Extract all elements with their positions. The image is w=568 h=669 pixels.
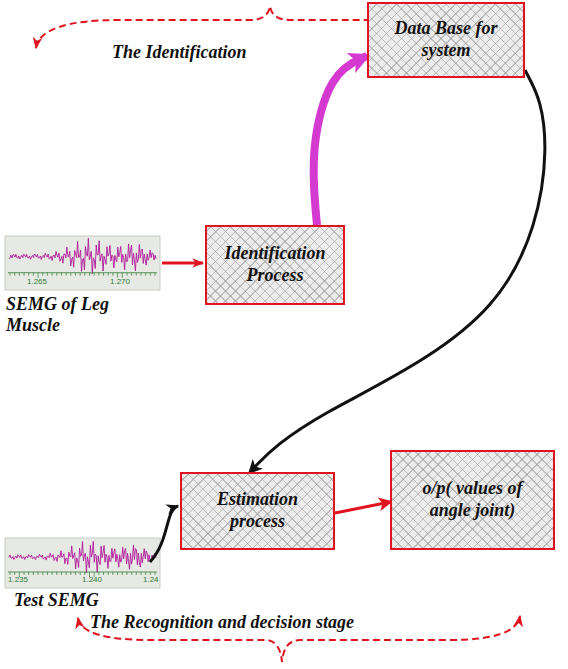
axis-tick [112, 273, 113, 276]
axis-value: 1.265 [27, 277, 47, 286]
axis-tick [136, 572, 137, 575]
axis-tick [28, 572, 29, 575]
axis-tick [66, 572, 67, 575]
axis-tick [94, 273, 95, 276]
axis-tick [84, 572, 85, 575]
axis-tick [122, 273, 123, 278]
axis-tick [140, 273, 141, 276]
axis-tick [126, 273, 127, 276]
process-box: Identification Process [205, 225, 345, 305]
axis-tick [103, 572, 104, 575]
connector-arrow [335, 502, 390, 513]
axis-tick [28, 273, 29, 276]
input-arrow [162, 262, 203, 265]
axis-tick [122, 572, 123, 575]
axis-tick [56, 273, 57, 276]
axis-tick [42, 572, 43, 575]
axis-value: 1.240 [82, 575, 102, 584]
connector-arrow [314, 56, 367, 225]
stage-title: The Identification [112, 42, 247, 63]
database-box: Data Base for system [367, 2, 525, 78]
axis-tick [140, 572, 141, 575]
axis-tick [47, 273, 48, 276]
signal-caption: SEMG of Leg Muscle [6, 294, 146, 335]
axis-tick [75, 273, 76, 276]
axis-tick [155, 572, 156, 575]
axis-value: 1.235 [8, 575, 28, 584]
axis-tick [38, 572, 39, 575]
axis-tick [117, 572, 118, 575]
axis-tick [42, 273, 43, 276]
axis-tick [61, 273, 62, 276]
axis-tick [75, 572, 76, 575]
semg-signal-image [5, 538, 160, 588]
axis-tick [131, 572, 132, 575]
axis-tick [70, 572, 71, 575]
output-box: o/p( values of angle joint) [390, 450, 555, 550]
axis-tick [66, 273, 67, 276]
axis-tick [108, 572, 109, 575]
axis-tick [24, 572, 25, 575]
axis-tick [33, 273, 34, 276]
axis-tick [131, 273, 132, 276]
signal-trace [9, 541, 156, 573]
input-arrow [150, 506, 178, 562]
axis-tick [98, 273, 99, 276]
axis-tick [14, 273, 15, 276]
axis-tick [150, 273, 151, 276]
axis-tick [52, 572, 53, 575]
axis-tick [98, 572, 99, 575]
axis-tick [145, 572, 146, 575]
axis-tick [56, 572, 57, 575]
process-box: Estimation process [180, 472, 335, 550]
semg-signal-image [5, 236, 160, 290]
box-label: Data Base for system [377, 18, 515, 61]
box-label: o/p( values of angle joint) [400, 478, 545, 521]
box-label: Identification Process [215, 243, 335, 286]
axis-tick [61, 572, 62, 575]
time-axis [8, 572, 157, 573]
axis-tick [108, 273, 109, 276]
axis-tick [14, 572, 15, 575]
axis-tick [89, 273, 90, 276]
signal-caption: Test SEMG [14, 590, 99, 611]
axis-tick [80, 273, 81, 276]
axis-tick [52, 273, 53, 276]
axis-tick [155, 273, 156, 276]
axis-tick [38, 273, 39, 278]
axis-value: 1.24 [143, 575, 159, 584]
axis-tick [103, 273, 104, 276]
axis-tick [126, 572, 127, 575]
axis-tick [150, 572, 151, 575]
axis-tick [47, 572, 48, 575]
axis-tick [84, 273, 85, 276]
axis-tick [117, 273, 118, 278]
stage-title: The Recognition and decision stage [90, 612, 354, 633]
box-label: Estimation process [190, 489, 325, 532]
time-axis [8, 272, 157, 273]
axis-tick [24, 273, 25, 276]
axis-tick [112, 572, 113, 575]
axis-tick [19, 273, 20, 276]
axis-tick [145, 273, 146, 276]
axis-tick [136, 273, 137, 276]
axis-value: 1.270 [110, 277, 130, 286]
axis-tick [80, 572, 81, 575]
axis-tick [10, 572, 11, 575]
axis-tick [70, 273, 71, 276]
signal-trace [9, 238, 156, 274]
axis-tick [33, 572, 34, 575]
axis-tick [10, 273, 11, 276]
